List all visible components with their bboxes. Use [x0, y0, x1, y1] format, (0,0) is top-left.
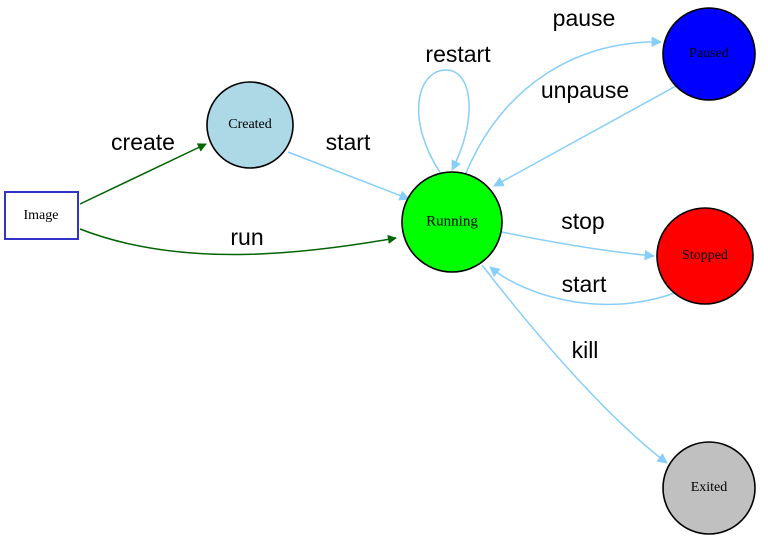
- edge-start1-path: [287, 151, 410, 201]
- edge-label-restart: restart: [425, 41, 491, 67]
- node-paused-shape[interactable]: [662, 7, 756, 101]
- node-exited[interactable]: Exited: [662, 441, 756, 535]
- edge-label-start-stopped: start: [562, 271, 607, 297]
- node-created[interactable]: Created: [206, 81, 294, 169]
- node-exited-label: Exited: [691, 480, 728, 495]
- edge-pause-path: [465, 36, 663, 174]
- edge-label-unpause: unpause: [541, 77, 629, 103]
- edge-label-stop: stop: [561, 208, 604, 234]
- node-stopped[interactable]: Stopped: [656, 207, 754, 305]
- node-running-label: Running: [426, 213, 478, 229]
- edge-kill: kill: [481, 264, 668, 464]
- node-image[interactable]: Image: [4, 191, 79, 240]
- edge-start-created-running: start: [287, 129, 410, 201]
- edge-create: create: [79, 129, 207, 205]
- node-created-label: Created: [228, 117, 272, 132]
- edge-start-stopped-running: start: [489, 266, 678, 306]
- edge-label-run: run: [230, 224, 263, 250]
- edge-run-path: [79, 228, 397, 256]
- node-running-shape[interactable]: [401, 171, 503, 273]
- edge-stop-path: [501, 231, 656, 261]
- edge-create-path: [79, 143, 207, 205]
- node-paused[interactable]: Paused: [662, 7, 756, 101]
- edge-label-start-created: start: [326, 129, 371, 155]
- edge-run: run: [79, 224, 397, 256]
- node-exited-shape[interactable]: [662, 441, 756, 535]
- node-image-label: Image: [24, 208, 59, 223]
- node-paused-label: Paused: [689, 46, 729, 61]
- node-image-shape[interactable]: [4, 191, 79, 240]
- node-running[interactable]: Running: [401, 171, 503, 273]
- node-created-shape[interactable]: [206, 81, 294, 169]
- edge-restart-selfloop: restart: [417, 41, 491, 175]
- edge-restart-path: [417, 69, 470, 175]
- edge-label-create: create: [111, 129, 175, 155]
- node-stopped-label: Stopped: [682, 248, 728, 263]
- edge-kill-path: [481, 264, 668, 464]
- node-stopped-shape[interactable]: [656, 207, 754, 305]
- edge-unpause-path: [493, 85, 677, 187]
- edge-unpause: unpause: [493, 77, 677, 187]
- edge-stop: stop: [501, 208, 656, 261]
- edge-label-pause: pause: [553, 5, 616, 31]
- edge-label-kill: kill: [572, 337, 599, 363]
- edge-start2-path: [489, 266, 678, 306]
- edge-pause: pause: [465, 5, 663, 174]
